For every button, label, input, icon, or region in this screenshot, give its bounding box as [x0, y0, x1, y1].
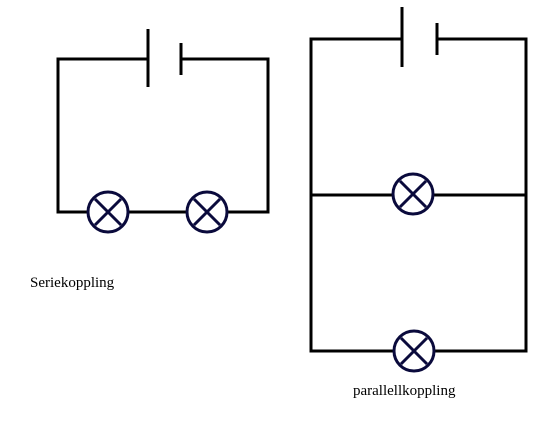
- parallel-circuit: [309, 7, 528, 373]
- lamp-icon: [392, 329, 436, 373]
- battery-icon: [146, 29, 183, 87]
- parallel-circuit-label: parallellkoppling: [353, 383, 456, 399]
- series-wire-top-right: [181, 57, 270, 214]
- lamp-icon: [86, 190, 130, 234]
- series-circuit-label: Seriekoppling: [30, 275, 115, 291]
- battery-icon: [400, 7, 439, 67]
- series-wire-top-left: [56, 57, 148, 214]
- series-circuit: [56, 29, 270, 234]
- lamp-icon: [391, 172, 435, 216]
- lamp-icon: [185, 190, 229, 234]
